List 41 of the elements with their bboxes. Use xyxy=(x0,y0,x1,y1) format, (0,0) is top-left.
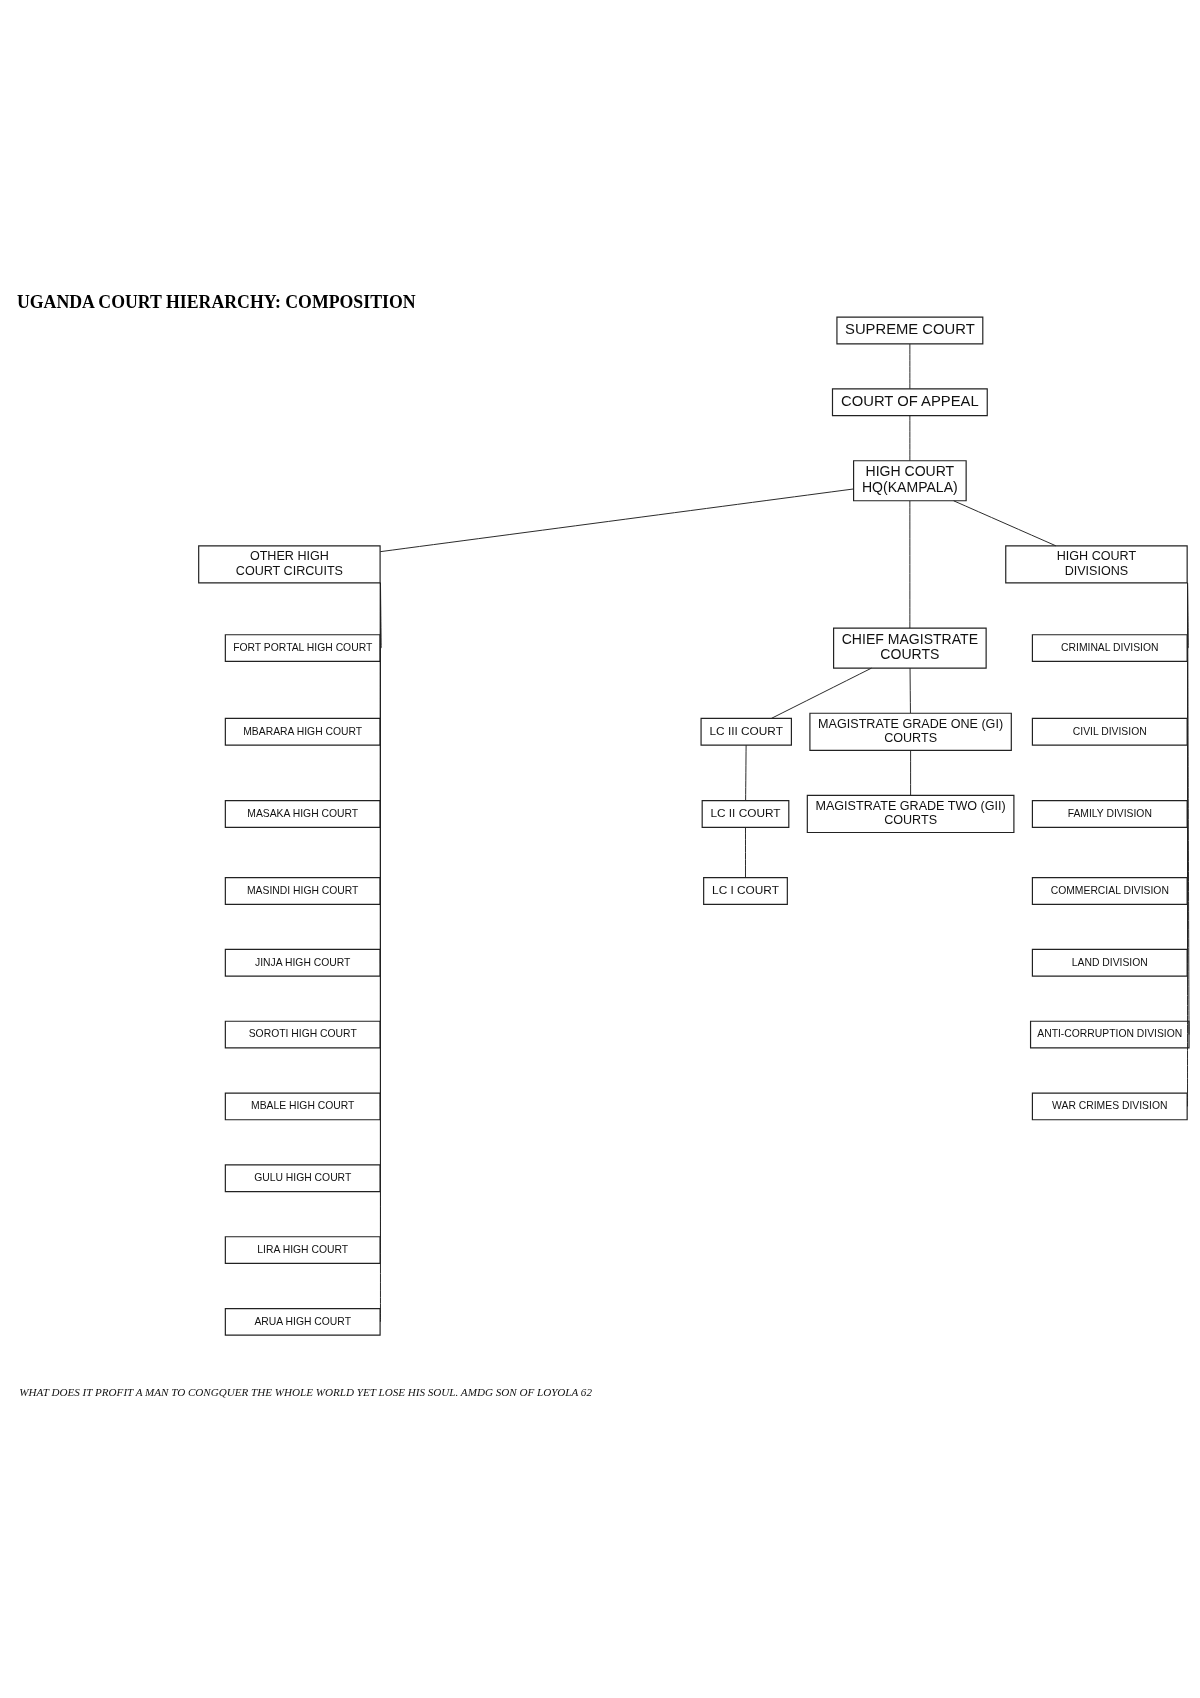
label: WHAT DOES IT PROFIT A MAN TO CONGQUER THE WHOLE WORLD YET LOSE HIS SOUL. AMDG SON OF LOYOLA 62 xyxy=(19,1385,592,1398)
connector xyxy=(379,488,854,552)
connector xyxy=(953,499,1057,546)
node-box: MBALE HIGH COURT xyxy=(224,1092,381,1120)
node-box: GULU HIGH COURT xyxy=(224,1163,381,1192)
node-box: COURT OF APPEAL xyxy=(831,387,988,416)
connector xyxy=(909,499,911,629)
connector xyxy=(770,667,872,719)
connector xyxy=(745,826,746,878)
node-box: CIVIL DIVISION xyxy=(1031,717,1188,746)
node-box: LIRA HIGH COURT xyxy=(224,1235,381,1264)
node-box: MAGISTRATE GRADE ONE (GI) COURTS xyxy=(809,712,1012,751)
node-box: WAR CRIMES DIVISION xyxy=(1031,1092,1188,1120)
node-box: LC I COURT xyxy=(703,876,788,905)
node-box: FAMILY DIVISION xyxy=(1031,799,1188,828)
node-box: CRIMINAL DIVISION xyxy=(1031,633,1188,662)
node-box: HIGH COURT DIVISIONS xyxy=(1005,544,1188,584)
node-box: LC II COURT xyxy=(701,799,790,828)
node-box: ANTI-CORRUPTION DIVISION xyxy=(1029,1020,1190,1048)
connector xyxy=(909,667,911,713)
node-box: ARUA HIGH COURT xyxy=(224,1307,381,1336)
connector xyxy=(745,744,747,801)
node-box: MAGISTRATE GRADE TWO (GII) COURTS xyxy=(806,794,1015,833)
node-box: MASINDI HIGH COURT xyxy=(224,876,381,905)
node-box: MASAKA HIGH COURT xyxy=(224,799,381,828)
node-box: OTHER HIGH COURT CIRCUITS xyxy=(198,544,381,584)
connector xyxy=(1187,581,1188,1107)
node-box: LC III COURT xyxy=(700,717,792,746)
node-box: MBARARA HIGH COURT xyxy=(224,717,381,746)
node-box: SOROTI HIGH COURT xyxy=(224,1020,381,1048)
connector xyxy=(909,414,911,461)
node-box: HIGH COURT HQ(KAMPALA) xyxy=(853,459,967,501)
node-box: FORT PORTAL HIGH COURT xyxy=(224,633,381,662)
node-box: LAND DIVISION xyxy=(1031,948,1188,977)
node-box: CHIEF MAGISTRATE COURTS xyxy=(833,627,987,669)
node-box: COMMERCIAL DIVISION xyxy=(1031,876,1188,905)
connector xyxy=(909,343,911,389)
diagram-title: UGANDA COURT HIERARCHY: COMPOSITION xyxy=(16,291,416,312)
connector xyxy=(910,749,912,796)
node-box: JINJA HIGH COURT xyxy=(224,948,381,977)
node-box: SUPREME COURT xyxy=(836,316,984,344)
